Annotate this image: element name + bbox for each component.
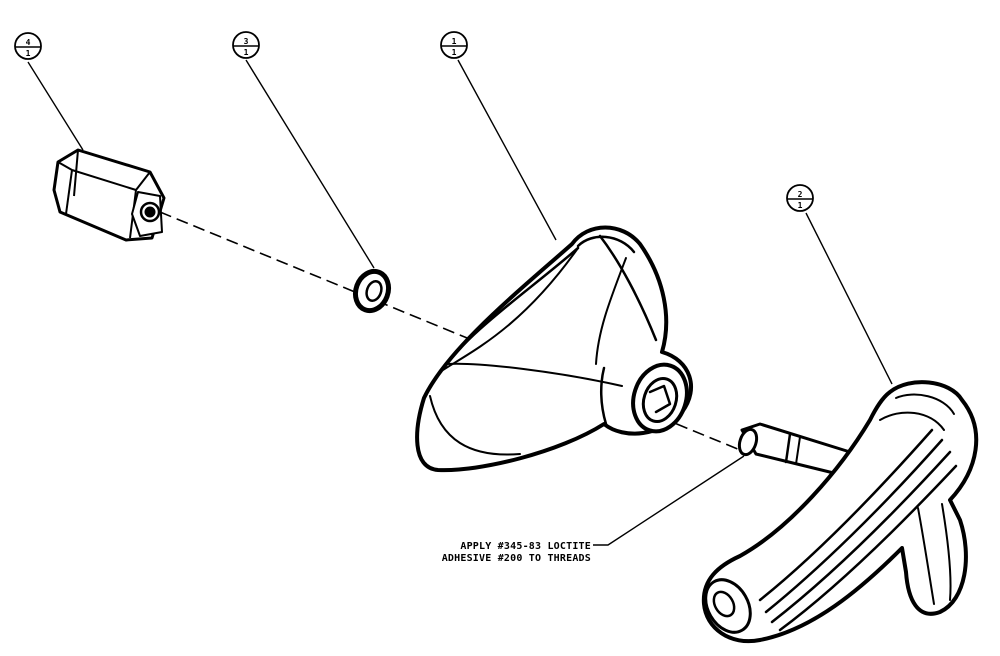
leader-note bbox=[593, 455, 745, 546]
part-hex-nut bbox=[52, 148, 166, 242]
balloon-3-item: 3 bbox=[244, 37, 249, 46]
leader-lines bbox=[27, 59, 893, 546]
leader-balloon-2 bbox=[805, 212, 893, 385]
balloon-item-3: 3 1 bbox=[232, 31, 260, 59]
assembly-note: APPLY #345-83 LOCTITE ADHESIVE #200 TO T… bbox=[442, 541, 591, 564]
part-lever-handle bbox=[701, 380, 979, 644]
leader-balloon-4 bbox=[27, 61, 84, 151]
balloon-4-qty: 1 bbox=[26, 49, 31, 58]
balloon-4-item: 4 bbox=[26, 38, 31, 47]
leader-balloon-3 bbox=[245, 59, 375, 269]
note-line-1: APPLY #345-83 LOCTITE bbox=[460, 541, 591, 552]
balloon-2-item: 2 bbox=[798, 190, 803, 199]
balloon-1-item: 1 bbox=[452, 37, 457, 46]
leader-balloon-1 bbox=[457, 59, 557, 241]
balloon-item-1: 1 1 bbox=[440, 31, 468, 59]
part-handle-hub bbox=[415, 225, 693, 473]
balloon-3-qty: 1 bbox=[244, 48, 249, 57]
balloon-item-2: 2 1 bbox=[786, 184, 814, 212]
part-washer bbox=[352, 268, 392, 314]
balloon-1-qty: 1 bbox=[452, 48, 457, 57]
note-line-2: ADHESIVE #200 TO THREADS bbox=[442, 553, 591, 564]
balloon-item-4: 4 1 bbox=[14, 32, 42, 60]
balloon-2-qty: 1 bbox=[798, 201, 803, 210]
